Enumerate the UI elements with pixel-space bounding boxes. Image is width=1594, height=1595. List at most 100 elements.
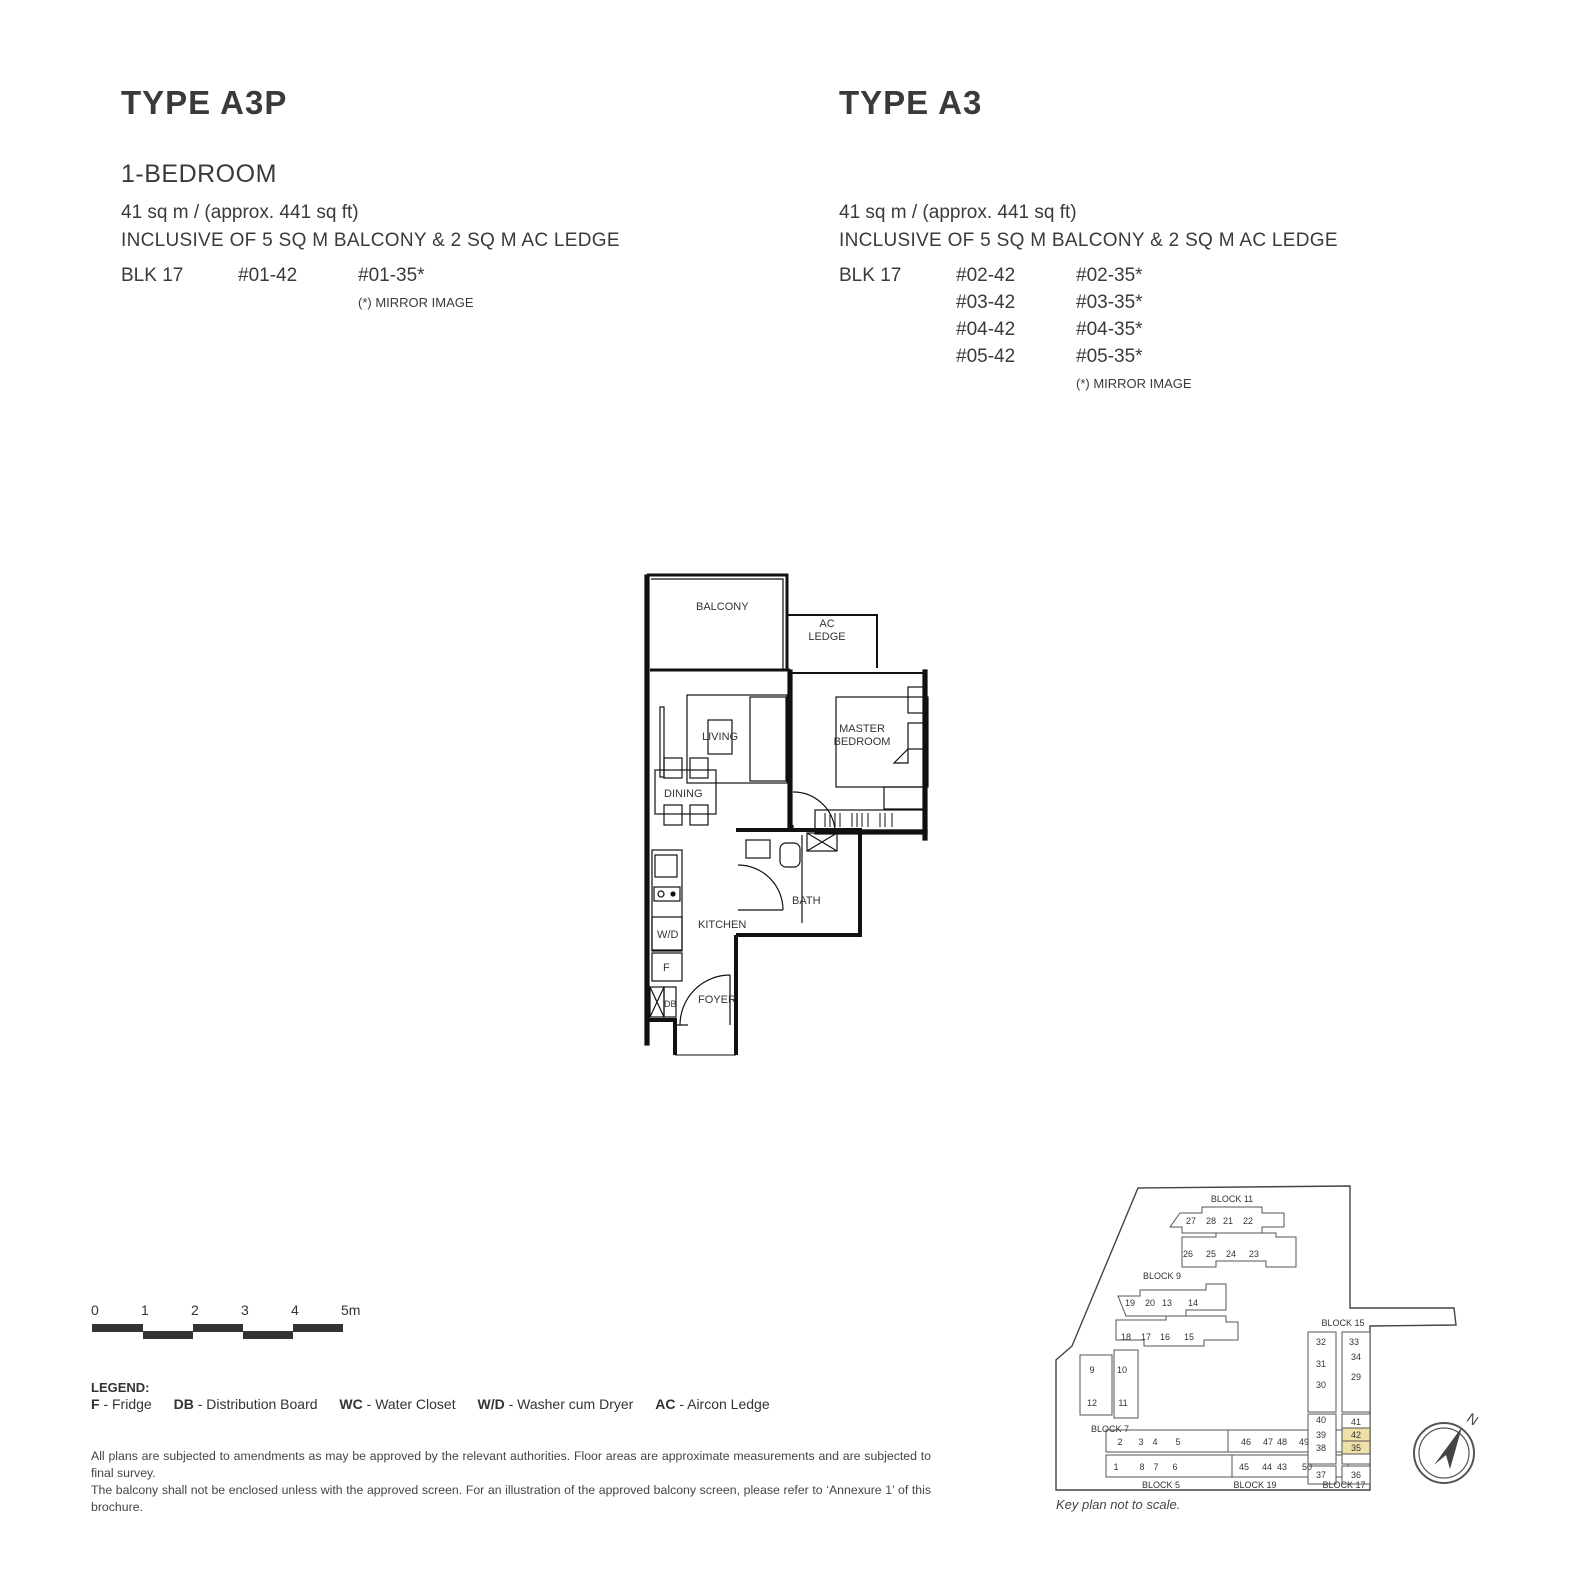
bedside-table (907, 686, 925, 714)
hob (653, 886, 681, 902)
compass-north-label: N (1464, 1410, 1481, 1429)
type-a3p-title: TYPE A3P (121, 84, 288, 121)
bedroom-label: 1-BEDROOM (121, 160, 277, 188)
block-15-right (1341, 1331, 1371, 1413)
block-11-upper (1169, 1206, 1285, 1234)
dining-chair (663, 757, 683, 779)
scale-tick-0: 0 (91, 1302, 99, 1318)
unit-31: 31 (1316, 1359, 1326, 1369)
unit-10: 10 (1117, 1365, 1127, 1375)
unit-24: 24 (1226, 1249, 1236, 1259)
unit-50: 50 (1302, 1462, 1312, 1472)
area-text-a3: 41 sq m / (approx. 441 sq ft) (839, 202, 1077, 223)
living-rug (686, 694, 788, 784)
coffee-table (707, 719, 733, 755)
bath-door (737, 864, 784, 911)
room-label-ac-2: LEDGE (808, 631, 845, 643)
unit-15: 15 (1184, 1332, 1194, 1342)
block-label-11: BLOCK 11 (1211, 1194, 1253, 1204)
unit-3: 3 (1138, 1437, 1143, 1447)
legend-item-fridge: F - Fridge (91, 1396, 152, 1412)
legend-title: LEGEND: (91, 1380, 150, 1395)
bed (835, 696, 929, 788)
unit-48: 48 (1277, 1437, 1287, 1447)
shaft-cross (806, 832, 838, 852)
block-7-left (1079, 1354, 1113, 1416)
shaft (806, 832, 838, 852)
dining-table (654, 769, 717, 815)
mirror-note-a3p: (*) MIRROR IMAGE (358, 295, 474, 310)
unit-23: 23 (1249, 1249, 1259, 1259)
unit-42: 42 (1351, 1430, 1361, 1440)
sink (654, 854, 678, 878)
legend-item-wd: W/D - Washer cum Dryer (477, 1396, 634, 1412)
bedside-table (907, 722, 925, 750)
wardrobe-hangers (824, 813, 893, 827)
unit-19: 19 (1125, 1298, 1135, 1308)
unit-a3p-col2-0: #01-35* (358, 265, 425, 286)
unit-37: 37 (1316, 1470, 1326, 1480)
ac-ledge-wall (788, 614, 878, 668)
block-label-15: BLOCK 15 (1321, 1318, 1364, 1328)
scale-tick-5: 5m (341, 1302, 361, 1318)
unit-9: 9 (1089, 1365, 1094, 1375)
room-label-foyer: FOYER (698, 994, 736, 1006)
unit-a3-col2-3: #05-35* (1076, 346, 1143, 367)
scale-tick-2: 2 (191, 1302, 199, 1318)
bed-fold (892, 747, 909, 764)
scale-tick-4: 4 (291, 1302, 299, 1318)
unit-13: 13 (1162, 1298, 1172, 1308)
key-plan: BLOCK 11 BLOCK 9 BLOCK 7 BLOCK 5 BLOCK 1… (1055, 1185, 1457, 1491)
wall-left (644, 574, 650, 1046)
block-label-9: BLOCK 9 (1143, 1271, 1181, 1281)
highlight-unit-35 (1341, 1440, 1371, 1455)
room-label-balcony: BALCONY (696, 601, 749, 613)
toilet (779, 842, 801, 868)
unit-43: 43 (1277, 1462, 1287, 1472)
db-cross (649, 986, 665, 1018)
room-label-kitchen: KITCHEN (698, 919, 746, 931)
unit-1: 1 (1113, 1462, 1118, 1472)
room-label-master-1: MASTER (839, 723, 885, 735)
unit-26: 26 (1183, 1249, 1193, 1259)
unit-41: 41 (1351, 1417, 1361, 1427)
wall-living-bedroom (787, 669, 793, 831)
unit-17: 17 (1141, 1332, 1151, 1342)
scale-bar-graphic (92, 1324, 343, 1339)
legend-row: F - Fridge DB - Distribution Board WC - … (91, 1396, 788, 1412)
unit-35: 35 (1351, 1443, 1361, 1453)
block-11-lower (1181, 1232, 1297, 1268)
mirror-note-a3: (*) MIRROR IMAGE (1076, 376, 1192, 391)
scale-tick-1: 1 (141, 1302, 149, 1318)
block-label-19: BLOCK 19 (1233, 1480, 1276, 1490)
unit-6: 6 (1172, 1462, 1177, 1472)
tv-console (659, 706, 665, 778)
hob-burner (670, 891, 676, 897)
unit-a3-col2-1: #03-35* (1076, 292, 1143, 313)
wall-bedroom-right (922, 669, 928, 841)
unit-28: 28 (1206, 1216, 1216, 1226)
unit-11: 11 (1118, 1398, 1127, 1408)
block-label-5: BLOCK 5 (1142, 1480, 1180, 1490)
scale-tick-3: 3 (241, 1302, 249, 1318)
north-compass-icon: N (1413, 1410, 1481, 1484)
site-boundary (1055, 1185, 1457, 1491)
unit-32: 32 (1316, 1337, 1326, 1347)
legend-item-ac: AC - Aircon Ledge (655, 1396, 770, 1412)
unit-2: 2 (1117, 1437, 1122, 1447)
inclusive-text-a3p: INCLUSIVE OF 5 SQ M BALCONY & 2 SQ M AC … (121, 230, 620, 251)
bedroom-desk (883, 786, 925, 810)
block-5-lower (1105, 1454, 1237, 1478)
unit-27: 27 (1186, 1216, 1196, 1226)
unit-21: 21 (1223, 1216, 1233, 1226)
unit-49: 49 (1299, 1437, 1309, 1447)
legend-item-wc: WC - Water Closet (339, 1396, 456, 1412)
block-label-17: BLOCK 17 (1322, 1480, 1365, 1490)
type-a3-title: TYPE A3 (839, 84, 983, 121)
inclusive-text-a3: INCLUSIVE OF 5 SQ M BALCONY & 2 SQ M AC … (839, 230, 1338, 251)
wall-foyer-left (647, 1018, 677, 1055)
room-label-bath: BATH (792, 895, 821, 907)
room-label-fridge: F (663, 962, 670, 974)
dining-chair (663, 804, 683, 826)
block-7-right (1113, 1349, 1139, 1419)
